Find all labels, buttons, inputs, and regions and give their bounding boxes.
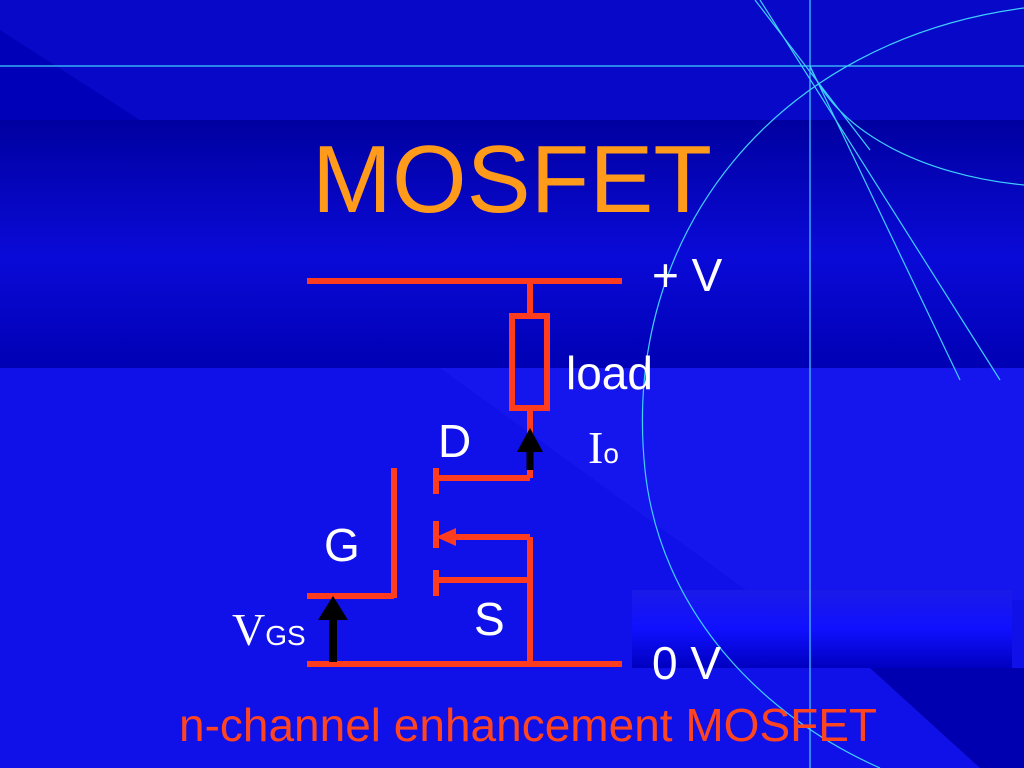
current-subscript: o (603, 438, 619, 469)
right-gradient-panel (632, 590, 1012, 668)
gate-source-voltage-label: VGS (232, 606, 306, 653)
vgs-subscript: GS (265, 620, 306, 651)
decor-diagonal-line-3 (809, 65, 961, 381)
current-arrow-head (517, 428, 543, 452)
load-label: load (566, 347, 653, 399)
supply-voltage-label: + V (652, 249, 723, 301)
bottom-right-shade (870, 668, 1024, 768)
decor-arc-small (809, 65, 1024, 186)
left-diagonal-shade (0, 30, 140, 120)
source-label: S (474, 593, 505, 645)
output-current-label: Io (588, 424, 619, 471)
current-arrow-icon (517, 428, 543, 470)
lower-diagonal-shade (440, 368, 1024, 600)
mosfet-circuit (307, 278, 622, 667)
vgs-arrow-head (318, 596, 348, 620)
vgs-symbol: V (232, 604, 266, 655)
decor-diagonal-line-2 (759, 0, 1001, 381)
ground-voltage-label: 0 V (652, 637, 722, 689)
slide-title: MOSFET (312, 126, 712, 233)
decor-arc-large (641, 7, 1024, 768)
gate-label: G (324, 519, 360, 571)
current-symbol: I (588, 422, 604, 473)
top-band (0, 0, 1024, 120)
body-arrow-icon (436, 528, 456, 546)
slide-caption: n-channel enhancement MOSFET (178, 699, 878, 751)
drain-label: D (438, 415, 472, 467)
decor-diagonal-line-1 (754, 0, 871, 151)
vgs-arrow-icon (318, 596, 348, 662)
